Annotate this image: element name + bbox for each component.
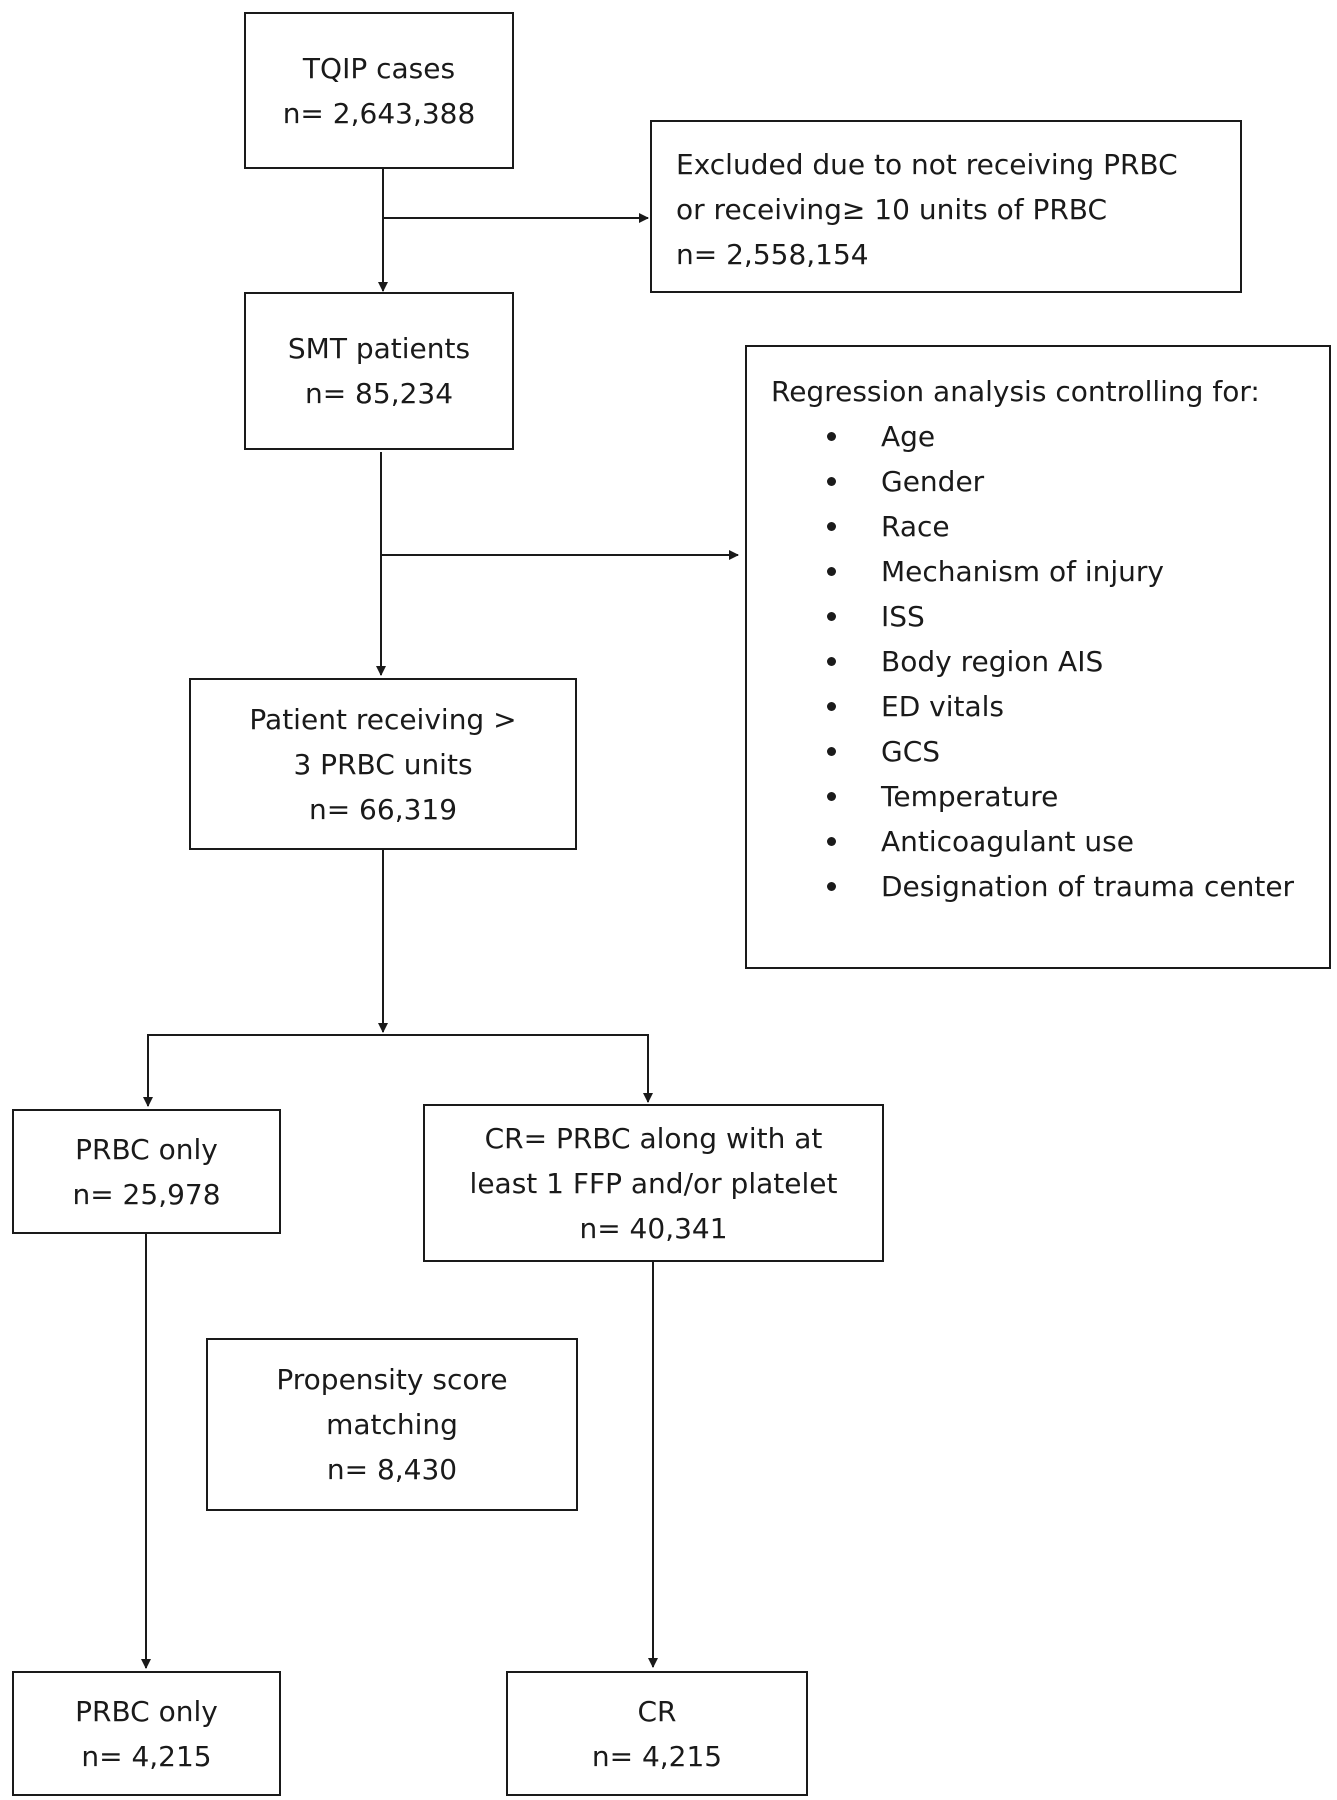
node-text: or receiving≥ 10 units of PRBC [676,193,1108,226]
node-prbc-only-matched: PRBC only n= 4,215 [12,1671,281,1796]
node-count: n= 2,558,154 [676,238,869,271]
node-text: CR [637,1694,677,1728]
node-count: n= 4,215 [81,1739,212,1773]
covariate-item: GCS [771,729,1305,774]
node-count: n= 40,341 [579,1211,728,1245]
regression-title: Regression analysis controlling for: [771,375,1260,408]
node-count: n= 4,215 [591,1739,723,1773]
covariate-item: ED vitals [771,684,1305,729]
covariate-item: Designation of trauma center [771,864,1305,909]
node-text: TQIP cases [302,51,456,85]
covariate-list: Age Gender Race Mechanism of injury ISS … [771,414,1305,909]
node-excluded: Excluded due to not receiving PRBC or re… [650,120,1242,293]
covariate-item: Mechanism of injury [771,549,1305,594]
node-text: SMT patients [287,332,471,365]
node-receiving-prbc: Patient receiving > 3 PRBC units n= 66,3… [189,678,577,850]
node-cr-matched: CR n= 4,215 [506,1671,808,1796]
covariate-item: Temperature [771,774,1305,819]
node-text: Patient receiving > [249,702,517,736]
node-text: Propensity score [276,1363,508,1396]
node-combined-resuscitation: CR= PRBC along with at least 1 FFP and/o… [423,1104,884,1262]
node-text: PRBC only [75,1694,218,1728]
covariate-item: Race [771,504,1305,549]
node-text: least 1 FFP and/or platelet [469,1166,838,1200]
covariate-item: ISS [771,594,1305,639]
node-count: n= 85,234 [304,377,454,410]
node-text: PRBC only [75,1132,218,1166]
node-text: Excluded due to not receiving PRBC [676,148,1178,181]
node-count: n= 25,978 [72,1177,221,1211]
covariate-item: Age [771,414,1305,459]
node-text: CR= PRBC along with at [484,1121,823,1155]
node-tqip-cases: TQIP cases n= 2,643,388 [244,12,514,169]
node-text: 3 PRBC units [293,747,473,781]
node-regression-analysis: Regression analysis controlling for: Age… [745,345,1331,969]
node-text: matching [326,1408,458,1441]
node-count: n= 2,643,388 [282,96,476,130]
node-count: n= 8,430 [326,1453,458,1486]
covariate-item: Anticoagulant use [771,819,1305,864]
node-propensity-matching: Propensity score matching n= 8,430 [206,1338,578,1511]
node-smt-patients: SMT patients n= 85,234 [244,292,514,450]
split-bracket [147,1034,649,1100]
node-count: n= 66,319 [308,792,458,826]
node-prbc-only: PRBC only n= 25,978 [12,1109,281,1234]
covariate-item: Gender [771,459,1305,504]
covariate-item: Body region AIS [771,639,1305,684]
